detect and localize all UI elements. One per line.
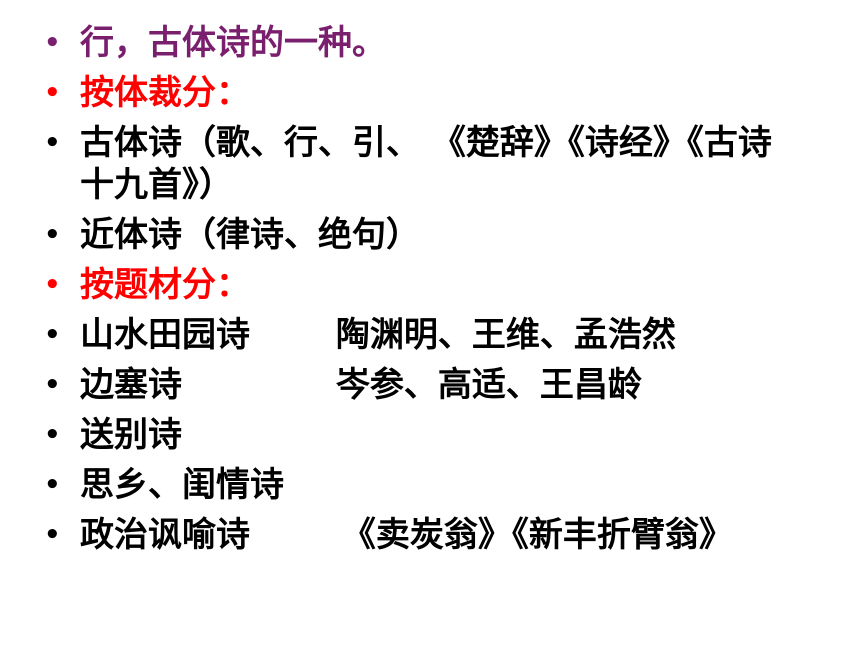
item-extra-text: 陶渊明、王维、孟浩然	[335, 315, 676, 355]
list-item: • 按题材分：	[44, 264, 844, 306]
item-extra-text: 《卖炭翁》《新丰折臂翁》	[341, 515, 733, 555]
bullet-dot: •	[44, 220, 61, 250]
item-text: 边塞诗	[80, 365, 182, 405]
list-item: • 近体诗（律诗、绝句）	[44, 214, 844, 256]
item-text: 行，古体诗的一种。	[80, 23, 386, 63]
bullet-list: • 行，古体诗的一种。 • 按体裁分： • 古体诗（歌、行、引、 《楚辞》《诗经…	[44, 22, 844, 564]
bullet-dot: •	[44, 128, 61, 158]
item-text: 政治讽喻诗	[80, 515, 250, 555]
list-item: • 送别诗	[44, 414, 844, 456]
bullet-dot: •	[44, 28, 61, 58]
item-extra-text: 岑参、高适、王昌龄	[335, 365, 642, 405]
item-text: 送别诗	[80, 415, 182, 455]
item-text: 思乡、闺情诗	[80, 465, 284, 505]
bullet-dot: •	[44, 270, 61, 300]
item-text: 按体裁分：	[80, 73, 250, 113]
list-item: • 山水田园诗 陶渊明、王维、孟浩然	[44, 314, 844, 356]
list-item: • 古体诗（歌、行、引、 《楚辞》《诗经》《古诗十九首》）	[44, 122, 800, 206]
bullet-dot: •	[44, 470, 61, 500]
list-item: • 政治讽喻诗 《卖炭翁》《新丰折臂翁》	[44, 514, 844, 556]
bullet-dot: •	[44, 78, 61, 108]
list-item: • 思乡、闺情诗	[44, 464, 844, 506]
item-text: 近体诗（律诗、绝句）	[80, 215, 420, 255]
item-text: 古体诗（歌、行、引、 《楚辞》《诗经》《古诗十九首》）	[80, 123, 772, 205]
bullet-dot: •	[44, 520, 61, 550]
item-text: 按题材分：	[80, 265, 250, 305]
list-item: • 行，古体诗的一种。	[44, 22, 844, 64]
item-text: 山水田园诗	[80, 315, 250, 355]
bullet-dot: •	[44, 420, 61, 450]
bullet-dot: •	[44, 320, 61, 350]
list-item: • 按体裁分：	[44, 72, 844, 114]
bullet-dot: •	[44, 370, 61, 400]
list-item: • 边塞诗 岑参、高适、王昌龄	[44, 364, 844, 406]
